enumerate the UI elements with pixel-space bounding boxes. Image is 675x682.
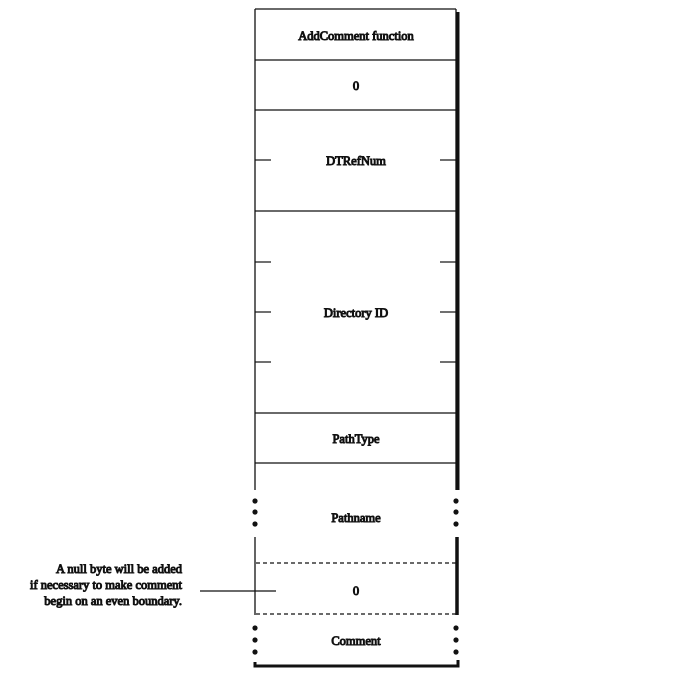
annotation-line: if necessary to make comment (30, 578, 183, 592)
field-dtrefnum: DTRefNum (326, 154, 386, 168)
field-zero: 0 (353, 79, 359, 93)
continuation-dots (252, 498, 459, 655)
frame-bottom (253, 660, 460, 668)
word-ticks (255, 159, 456, 363)
field-pathtype: PathType (332, 432, 379, 446)
field-null-byte: 0 (353, 584, 359, 598)
field-addcomment-function: AddComment function (298, 29, 414, 43)
field-pathname: Pathname (331, 511, 381, 525)
annotation-line: A null byte will be added (56, 562, 183, 576)
field-directory-id: Directory ID (324, 306, 388, 320)
annotation-line: begin on an even boundary. (44, 594, 182, 608)
field-comment: Comment (331, 634, 381, 648)
